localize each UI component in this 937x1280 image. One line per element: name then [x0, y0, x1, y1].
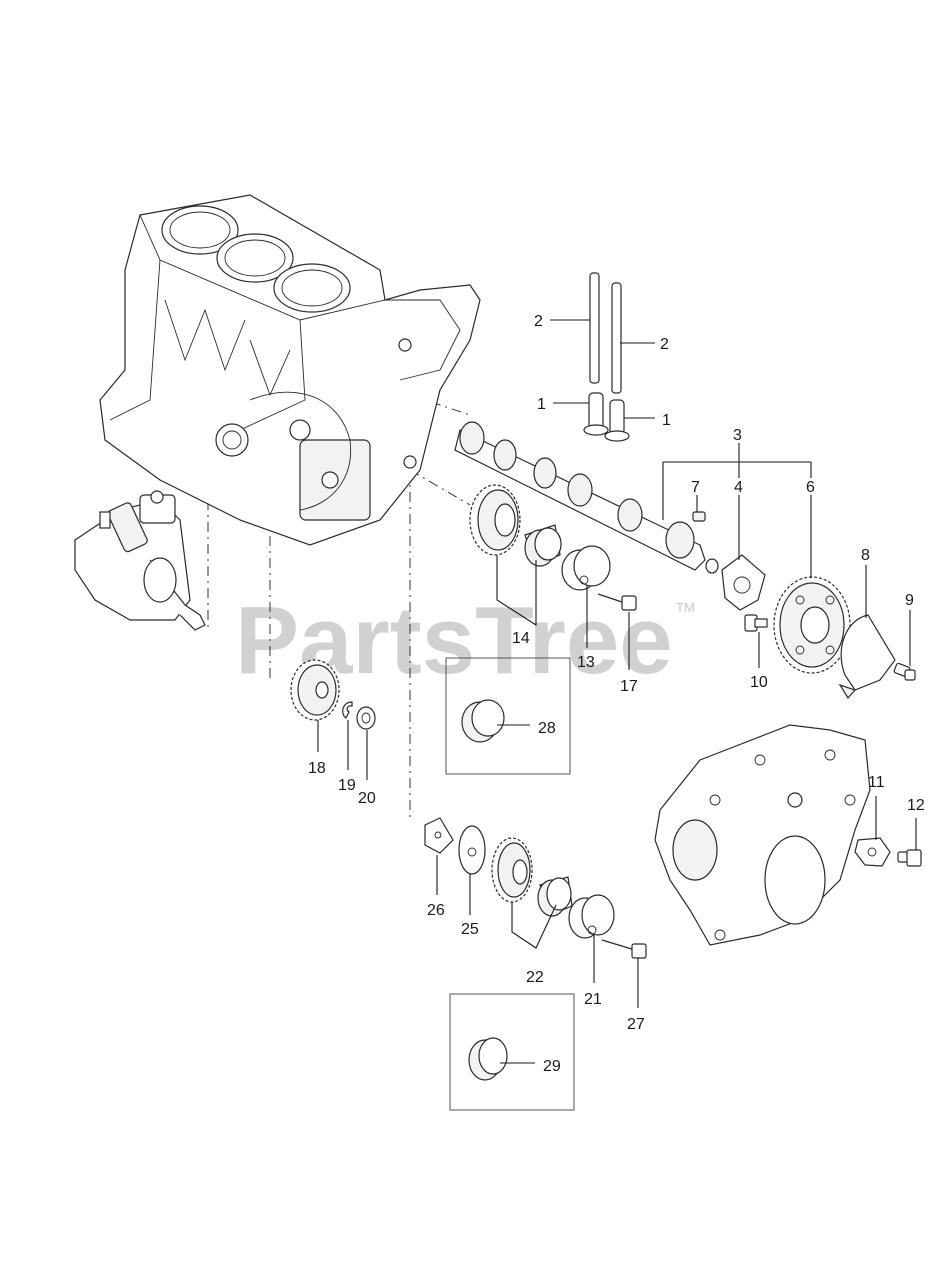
- callouts: 2 2 1 1 3 7 4 6 8 9 14 13 17 10 28 18 19…: [308, 313, 925, 1075]
- speed-sensor[interactable]: [854, 837, 891, 867]
- callout-25: 25: [461, 921, 479, 938]
- callout-26: 26: [427, 902, 445, 919]
- callout-1b: 1: [662, 412, 671, 429]
- cam-gear[interactable]: [773, 576, 851, 674]
- idle-gear-bushing[interactable]: [524, 524, 562, 567]
- alignment-lines: [207, 394, 471, 820]
- woodruff-key[interactable]: [692, 511, 706, 522]
- idle-gear-2-shaft[interactable]: [568, 894, 615, 939]
- bolt[interactable]: [897, 849, 922, 867]
- inset-box-bushing-2: [449, 993, 575, 1111]
- callout-29: 29: [543, 1058, 561, 1075]
- inset-box-bushing: [445, 657, 571, 775]
- lock-washer[interactable]: [342, 701, 353, 719]
- idle-gear-shaft[interactable]: [561, 545, 611, 591]
- fuel-injection-pump[interactable]: [74, 490, 206, 631]
- watermark-trademark: TM: [676, 600, 695, 615]
- callout-20: 20: [358, 790, 376, 807]
- gear-collar[interactable]: [458, 825, 486, 875]
- callout-10: 10: [750, 674, 768, 691]
- callout-14: 14: [512, 630, 530, 647]
- bolt[interactable]: [601, 939, 647, 959]
- callout-9: 9: [905, 592, 914, 609]
- idle-gear-2[interactable]: [491, 837, 533, 903]
- bolt[interactable]: [744, 614, 768, 632]
- idle-gear-2-bushing[interactable]: [537, 876, 573, 917]
- idle-gear[interactable]: [469, 484, 521, 556]
- push-rod[interactable]: [589, 272, 622, 394]
- callout-2a: 2: [534, 313, 543, 330]
- callout-28: 28: [538, 720, 556, 737]
- callout-4: 4: [734, 479, 743, 496]
- callout-19: 19: [338, 777, 356, 794]
- gear-case-cover[interactable]: [654, 724, 871, 946]
- callout-17: 17: [620, 678, 638, 695]
- callout-1a: 1: [537, 396, 546, 413]
- callout-22: 22: [526, 969, 544, 986]
- callout-6: 6: [806, 479, 815, 496]
- shim[interactable]: [424, 817, 454, 854]
- callout-21: 21: [584, 991, 602, 1008]
- camshaft[interactable]: [454, 421, 719, 574]
- engine-block[interactable]: [99, 194, 481, 546]
- leader-lines: [317, 319, 917, 1064]
- callout-2b: 2: [660, 336, 669, 353]
- callout-18: 18: [308, 760, 326, 777]
- callout-11: 11: [868, 774, 885, 791]
- bolt[interactable]: [597, 593, 637, 611]
- callout-13: 13: [577, 654, 595, 671]
- callout-12: 12: [907, 797, 925, 814]
- gear-plate[interactable]: [838, 614, 896, 700]
- tappet[interactable]: [583, 392, 630, 442]
- bolt[interactable]: [893, 662, 916, 681]
- pump-gear[interactable]: [290, 659, 340, 721]
- callout-27: 27: [627, 1016, 645, 1033]
- callout-3: 3: [733, 427, 742, 444]
- callout-8: 8: [861, 547, 870, 564]
- thrust-plate[interactable]: [721, 554, 766, 611]
- nut[interactable]: [356, 706, 376, 730]
- callout-7: 7: [691, 479, 700, 496]
